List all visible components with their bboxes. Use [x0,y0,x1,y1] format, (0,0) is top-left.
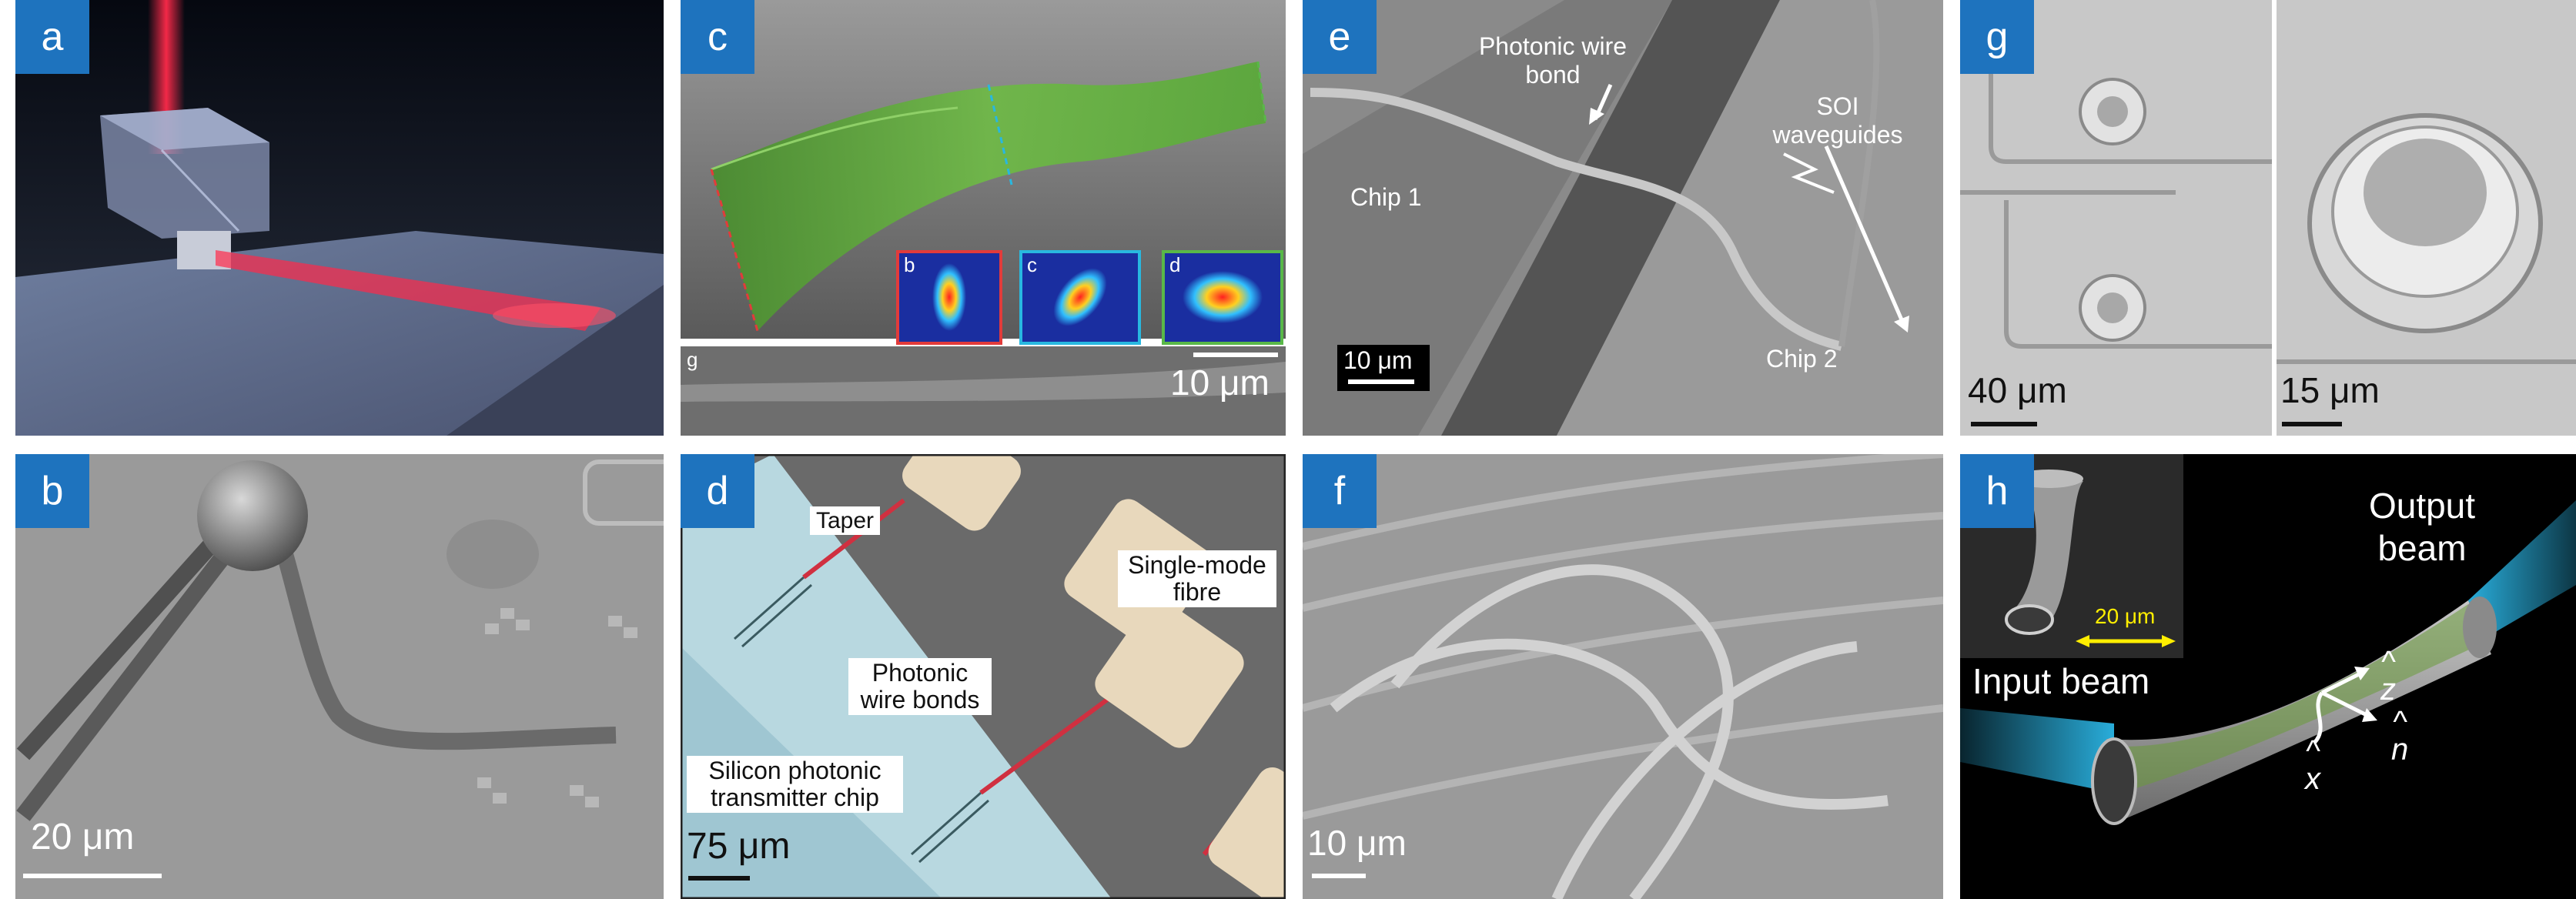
panel-g-sem-image [1960,0,2576,436]
panel-b: b 20 μm [15,454,664,899]
label-soi-waveguides: SOI waveguides [1772,92,1903,149]
panel-e-arrows [1589,83,1909,333]
panel-d-scale-label: 75 μm [687,826,791,867]
panel-e-tag: e [1303,0,1377,74]
panel-g-tag: g [1960,0,2034,74]
panel-c-scale-bar [1193,353,1278,357]
mode-profile-inset-c: c [1019,250,1141,345]
panel-d-tag: d [681,454,754,528]
panel-g-right-scale-label: 15 μm [2280,370,2380,410]
panel-c-tag: c [681,0,754,74]
panel-e-scale-bar [1348,379,1414,384]
panel-f-sem-image [1303,454,1943,899]
panel-g-right-scale-bar [2282,422,2342,426]
panel-e: e Photonic wire bond Chip 1 SOI waveguid… [1303,0,1943,436]
panel-b-tag: b [15,454,89,528]
panel-e-scale-label: 10 μm [1343,346,1413,374]
panel-f-scale-label: 10 μm [1307,823,1407,863]
label-chip-2: Chip 2 [1766,345,1838,373]
panel-d-scale-bar [688,876,750,881]
mode-profile-inset-b: b [896,250,1002,345]
panel-b-scale-bar [23,874,162,878]
panel-b-sem-image [15,454,664,899]
label-chip-1: Chip 1 [1350,183,1422,211]
inset-c-label: c [1027,253,1037,276]
panel-h-tag: h [1960,454,2034,528]
panel-d: d Taper Single-mode fibre Photonic wire … [681,454,1286,899]
panel-c-strip-tag: g [687,348,698,371]
panel-a-tag: a [15,0,89,74]
inset-d-label: d [1169,253,1181,276]
label-taper: Taper [810,506,881,535]
panel-f-tag: f [1303,454,1377,528]
panel-h: h 20 μm Output beam Input beam ^z ^n ^x [1960,454,2576,899]
panel-f: f 10 μm [1303,454,1943,899]
inset-b-label: b [904,253,915,276]
panel-f-scale-bar [1312,874,1366,878]
panel-b-scale-label: 20 μm [31,817,135,857]
label-output-beam: Output beam [2368,486,2476,569]
panel-a-illustration [15,0,664,436]
panel-e-scale-box: 10 μm [1337,345,1430,391]
panel-g: g 40 μm 15 μm [1960,0,2576,436]
label-silicon-photonic-chip: Silicon photonic transmitter chip [687,756,903,814]
mode-profile-inset-d: d [1162,250,1283,345]
panel-a: a [15,0,664,436]
label-photonic-wire-bonds: Photonic wire bonds [848,658,992,716]
label-photonic-wire-bond: Photonic wire bond [1478,32,1628,89]
label-n-hat: ^n [2391,705,2409,767]
label-z-hat: ^z [2380,645,2396,707]
panel-g-left-scale-bar [1971,422,2037,426]
panel-g-left-scale-label: 40 μm [1968,370,2067,410]
label-single-mode-fibre: Single-mode fibre [1118,550,1276,608]
inset-scale-label: 20 μm [2095,604,2156,628]
panel-c-scale-label: 10 μm [1170,363,1270,403]
panel-c: c b c d g 10 μm [681,0,1286,436]
label-x-hat: ^x [2305,734,2320,796]
label-input-beam: Input beam [1972,661,2150,701]
